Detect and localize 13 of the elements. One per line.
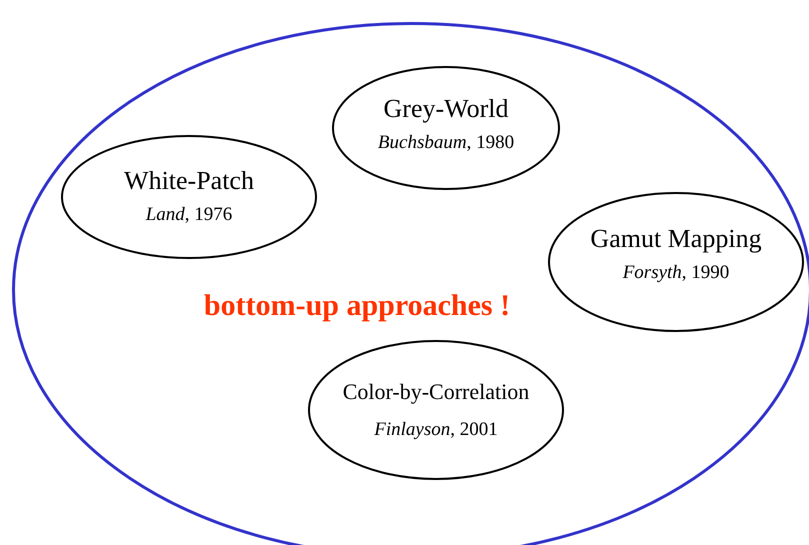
method-ellipse (548, 192, 804, 332)
method-ellipse (332, 66, 560, 190)
method-ellipse (308, 340, 564, 480)
method-name: Gamut Mapping (590, 225, 762, 254)
group-title: bottom-up approaches ! (204, 289, 510, 322)
method-name: Color-by-Correlation (342, 380, 530, 404)
method-ellipse (61, 135, 317, 259)
author-year: Buchsbaum, 1980 (378, 133, 514, 154)
method-name: Grey-World (384, 95, 508, 124)
author-year: Land, 1976 (146, 205, 232, 226)
method-name: White-Patch (124, 167, 254, 196)
author-year: Finlayson, 2001 (374, 420, 498, 441)
author-year: Forsyth, 1990 (622, 263, 730, 284)
